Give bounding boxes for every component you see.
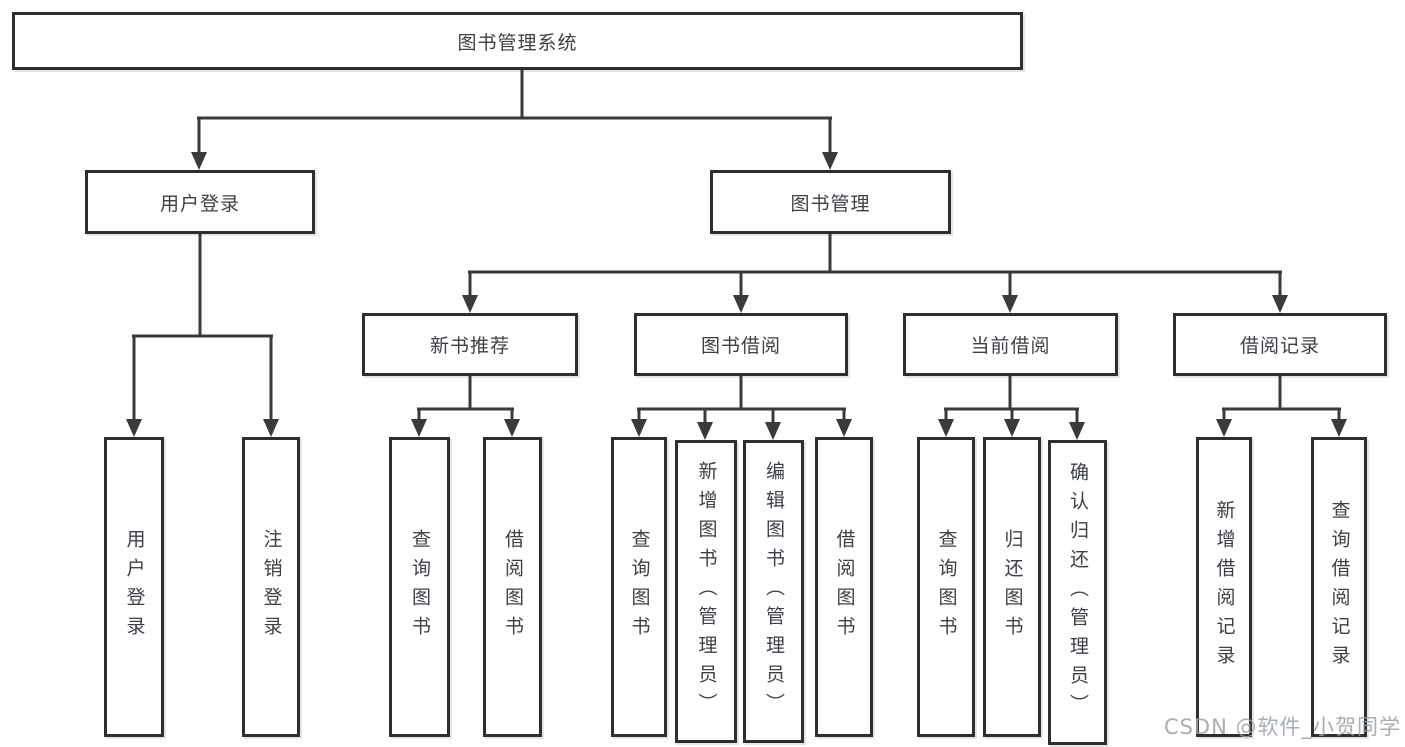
arrowhead-icon <box>836 419 852 437</box>
node-label: 图书管理系统 <box>457 31 578 54</box>
connector-book-borrow-branch <box>631 376 852 440</box>
arrowhead-icon <box>697 422 713 440</box>
node-borrow-books-2: 借阅图书 <box>815 437 873 737</box>
arrowhead-icon <box>191 152 207 170</box>
node-label: 注销登录 <box>260 529 283 645</box>
arrowhead-icon <box>938 419 954 437</box>
connector-new-book-branch <box>411 376 520 437</box>
node-label: 图书管理 <box>790 192 871 215</box>
node-label: 图书借阅 <box>700 335 781 357</box>
arrowhead-icon <box>765 422 781 440</box>
node-user-login-leaf: 用户登录 <box>104 437 164 737</box>
arrowhead-icon <box>1272 295 1288 313</box>
arrowhead-icon <box>1004 419 1020 437</box>
arrowhead-icon <box>1216 419 1232 437</box>
arrowhead-icon <box>1002 295 1018 313</box>
node-label: 当前借阅 <box>970 335 1051 357</box>
node-label: 新增图书（管理员） <box>695 461 718 722</box>
node-current-borrowing: 当前借阅 <box>903 313 1118 376</box>
node-edit-book-admin: 编辑图书（管理员） <box>743 440 804 743</box>
arrowhead-icon <box>1331 419 1347 437</box>
node-library-management-system: 图书管理系统 <box>12 12 1023 70</box>
node-user-login: 用户登录 <box>85 170 315 234</box>
node-label: 借阅图书 <box>502 529 524 645</box>
node-query-books-3: 查询图书 <box>917 437 975 737</box>
node-query-books-2: 查询图书 <box>611 437 667 737</box>
node-label: 用户登录 <box>159 192 240 215</box>
node-confirm-return-admin: 确认归还（管理员） <box>1048 440 1107 745</box>
arrowhead-icon <box>504 419 520 437</box>
node-label: 用户登录 <box>123 529 146 645</box>
node-borrowing-records: 借阅记录 <box>1173 313 1387 376</box>
connector-borrow-records-branch <box>1216 376 1347 437</box>
node-query-borrow-record: 查询借阅记录 <box>1311 437 1367 737</box>
csdn-watermark: CSDN @软件_小贺同学 <box>1163 715 1401 739</box>
node-label: 查询借阅记录 <box>1328 500 1351 674</box>
node-label: 查询图书 <box>935 529 958 645</box>
arrowhead-icon <box>1069 422 1085 440</box>
node-label: 新增借阅记录 <box>1213 500 1236 674</box>
node-book-borrowing: 图书借阅 <box>634 313 848 376</box>
arrowhead-icon <box>462 295 478 313</box>
node-return-book: 归还图书 <box>983 437 1041 737</box>
node-logout: 注销登录 <box>242 437 300 737</box>
arrowhead-icon <box>263 419 279 437</box>
node-label: 确认归还（管理员） <box>1067 462 1089 723</box>
connector-user-login-branch <box>126 234 279 437</box>
arrowhead-icon <box>822 152 838 170</box>
node-label: 归还图书 <box>1001 529 1024 645</box>
node-add-borrow-record: 新增借阅记录 <box>1196 437 1252 737</box>
node-label: 借阅记录 <box>1239 335 1320 357</box>
connector-book-mgmt-branch <box>462 234 1288 313</box>
node-label: 查询图书 <box>628 529 651 645</box>
connector-current-borrow-branch <box>938 376 1085 440</box>
node-borrow-books-1: 借阅图书 <box>483 437 542 737</box>
node-add-book-admin: 新增图书（管理员） <box>675 440 737 743</box>
node-label: 借阅图书 <box>833 529 856 645</box>
node-label: 查询图书 <box>409 529 431 645</box>
arrowhead-icon <box>733 295 749 313</box>
connector-root-to-level2 <box>191 70 838 170</box>
arrowhead-icon <box>631 419 647 437</box>
arrowhead-icon <box>411 419 427 437</box>
arrowhead-icon <box>126 419 142 437</box>
node-book-management: 图书管理 <box>710 170 951 234</box>
node-label: 编辑图书（管理员） <box>763 461 785 722</box>
node-label: 新书推荐 <box>429 335 510 357</box>
node-query-books-1: 查询图书 <box>389 437 450 737</box>
node-new-book-recommend: 新书推荐 <box>362 313 578 376</box>
